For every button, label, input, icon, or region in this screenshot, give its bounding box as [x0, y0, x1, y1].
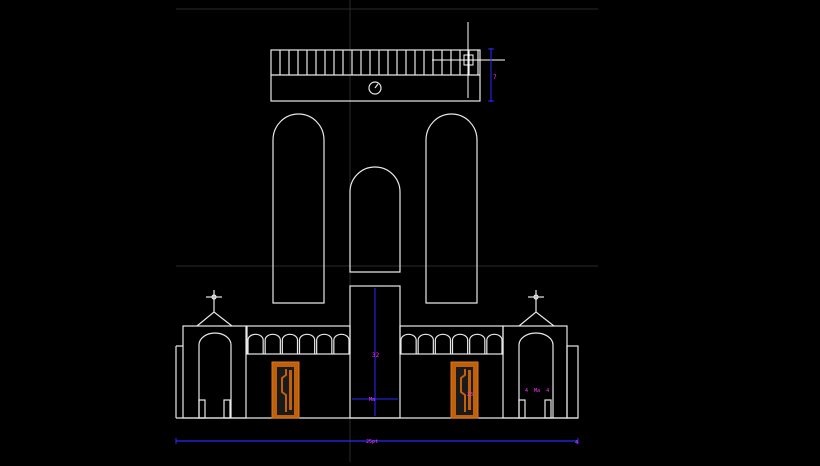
roof-height-dimension: 7	[488, 48, 497, 102]
arcade-arch	[247, 333, 264, 354]
roof-block[interactable]	[270, 49, 481, 102]
tower-height-label: 32	[372, 352, 380, 359]
side-tower-label: 4 Ma 4	[525, 388, 549, 394]
tower-height-dimension: 32	[372, 288, 380, 416]
arcade-arch	[298, 333, 316, 354]
clock-icon	[368, 81, 382, 95]
arcade-arch	[434, 333, 452, 354]
arcade-arch	[417, 333, 434, 354]
right-side-tower	[502, 325, 568, 419]
arched-windows[interactable]	[272, 113, 478, 304]
right-door[interactable]	[450, 361, 479, 419]
right-arcade	[399, 325, 504, 355]
right-tall-window	[425, 113, 478, 304]
center-window	[349, 166, 401, 273]
side-tower-dimension: 4 Ma 4	[525, 388, 549, 394]
door-width-label: 23	[467, 392, 473, 398]
arcade-arch	[469, 333, 486, 354]
roof-height-label: 7	[493, 74, 497, 81]
left-door[interactable]	[271, 361, 300, 419]
arcade-arch	[451, 333, 469, 354]
arcade-arch	[486, 333, 503, 354]
arcade-arch	[316, 333, 333, 354]
crosshair-cursor-icon	[432, 22, 505, 98]
overall-width-dimension: 25pt 4	[175, 438, 579, 446]
roof-balusters	[279, 50, 479, 75]
overall-width-label: 25pt	[366, 439, 378, 445]
left-tall-window	[272, 113, 325, 304]
tower-width-label: Ma	[369, 397, 375, 403]
overall-end-label: 4	[575, 440, 578, 446]
facade-base[interactable]	[175, 285, 579, 419]
door-dimension: 23	[467, 392, 473, 398]
left-side-tower	[182, 325, 247, 419]
arcade-arch	[333, 333, 350, 354]
left-arcade	[246, 325, 351, 355]
tower-width-dimension: Ma	[352, 397, 398, 403]
arcade-arch	[281, 333, 299, 354]
arcade-arch	[400, 333, 417, 354]
arcade-arch	[264, 333, 281, 354]
